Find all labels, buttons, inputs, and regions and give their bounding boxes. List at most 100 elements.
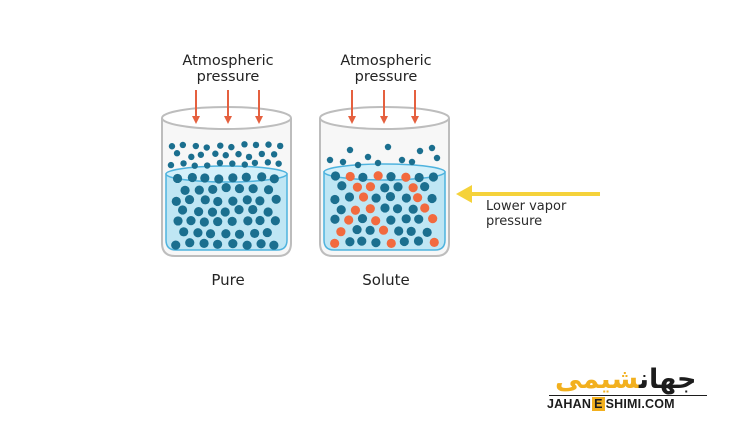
solvent-particle [220, 207, 230, 217]
vapor-particle [229, 160, 236, 167]
solvent-particle [358, 172, 368, 183]
solute-particle [408, 183, 418, 193]
solvent-particle [413, 236, 424, 246]
solute-particle [365, 182, 376, 192]
solvent-particle [194, 185, 204, 195]
atmospheric-pressure-arrows [192, 90, 419, 124]
solvent-particle [242, 195, 252, 205]
liquid-particles-pure [171, 172, 281, 250]
solvent-particle [250, 228, 260, 239]
solvent-particle [213, 196, 223, 207]
solvent-particle [248, 184, 258, 194]
solvent-particle [248, 204, 258, 215]
solute-particle [358, 192, 369, 202]
solvent-particle [199, 217, 209, 227]
vapor-particle [326, 156, 334, 164]
solvent-particle [262, 227, 272, 238]
solvent-particle [263, 185, 274, 195]
solvent-particle [428, 172, 439, 182]
logo-en-post: SHIMI.COM [605, 397, 675, 411]
solvent-particle [256, 239, 266, 249]
vapor-particles-pure [167, 141, 284, 169]
solvent-particle [330, 214, 340, 224]
solute-particle [373, 171, 383, 181]
vapor-particle [276, 142, 284, 150]
vapor-particle [364, 153, 372, 161]
solvent-particle [212, 239, 223, 249]
solute-particle [365, 204, 375, 214]
solvent-particle [234, 183, 245, 194]
vapor-particle [228, 143, 235, 151]
beaker-pure [161, 106, 292, 257]
vapor-particle [197, 151, 205, 158]
solvent-particle [177, 205, 188, 215]
vapor-particle [203, 144, 210, 151]
logo-persian-jahan: جهان [638, 364, 697, 395]
vapor-particle [275, 160, 282, 167]
solvent-particle [171, 196, 181, 206]
solute-particle [344, 215, 354, 225]
vapor-particle [398, 156, 406, 164]
solute-particle [352, 182, 363, 192]
vapor-particle [433, 154, 441, 162]
solvent-particle [214, 174, 224, 184]
vapor-particle [173, 150, 181, 157]
solvent-particle [386, 172, 396, 182]
solvent-particle [271, 194, 281, 204]
solvent-particle [213, 216, 223, 227]
vapor-particle [339, 158, 347, 166]
solvent-particle [386, 215, 396, 225]
vapor-particle [241, 141, 248, 148]
vapor-particle [168, 143, 176, 150]
solvent-particle [414, 172, 424, 183]
pressure-arrow-head [411, 116, 419, 124]
caption-pure: Pure [211, 271, 245, 289]
solute-particle [428, 213, 438, 224]
vapor-particle [180, 160, 187, 167]
solvent-particle [200, 173, 210, 183]
solvent-particle [185, 238, 195, 248]
vapor-particle [204, 162, 211, 169]
vapor-particle [217, 142, 224, 149]
vapor-particle [179, 141, 187, 149]
solvent-particle [200, 195, 210, 205]
solvent-particle [180, 185, 190, 196]
solvent-particle [336, 205, 346, 215]
caption-solute: Solute [362, 271, 410, 289]
vapor-particle [270, 151, 278, 158]
solute-particle [429, 237, 439, 247]
solute-particle [336, 227, 346, 237]
solvent-particle [179, 227, 189, 237]
atmospheric-pressure-label-solute: Atmospheric pressure [340, 53, 432, 85]
solute-particle [401, 172, 411, 182]
pressure-arrow-head [192, 116, 200, 124]
solute-particle [378, 225, 389, 235]
vapor-particle [384, 143, 392, 151]
solute-particle [345, 171, 355, 182]
solvent-particle [193, 228, 203, 238]
solvent-particle [406, 226, 416, 236]
vapor-particle [354, 161, 362, 169]
solvent-particle [243, 216, 253, 226]
solvent-particle [207, 207, 218, 217]
liquid-particles-solute [330, 171, 439, 248]
solvent-particle [186, 216, 196, 226]
vapor-particle [222, 152, 229, 159]
solvent-particle [330, 171, 341, 181]
vapor-particle [374, 159, 382, 167]
solvent-particle [365, 225, 375, 235]
solvent-particle [228, 196, 238, 206]
atmospheric-pressure-label-pure: Atmospheric pressure [182, 53, 274, 85]
solvent-particle [269, 240, 279, 250]
solvent-particle [221, 229, 231, 239]
logo-persian-shimi: شیمی [555, 364, 639, 395]
solvent-particle [205, 229, 216, 239]
vapor-particle [252, 141, 260, 149]
logo-divider [549, 395, 707, 396]
solvent-particle [263, 207, 273, 217]
solvent-particle [241, 172, 251, 182]
solvent-particle [427, 193, 437, 204]
vapor-particle [416, 147, 424, 155]
solvent-particle [234, 205, 244, 215]
solvent-particle [394, 226, 404, 236]
